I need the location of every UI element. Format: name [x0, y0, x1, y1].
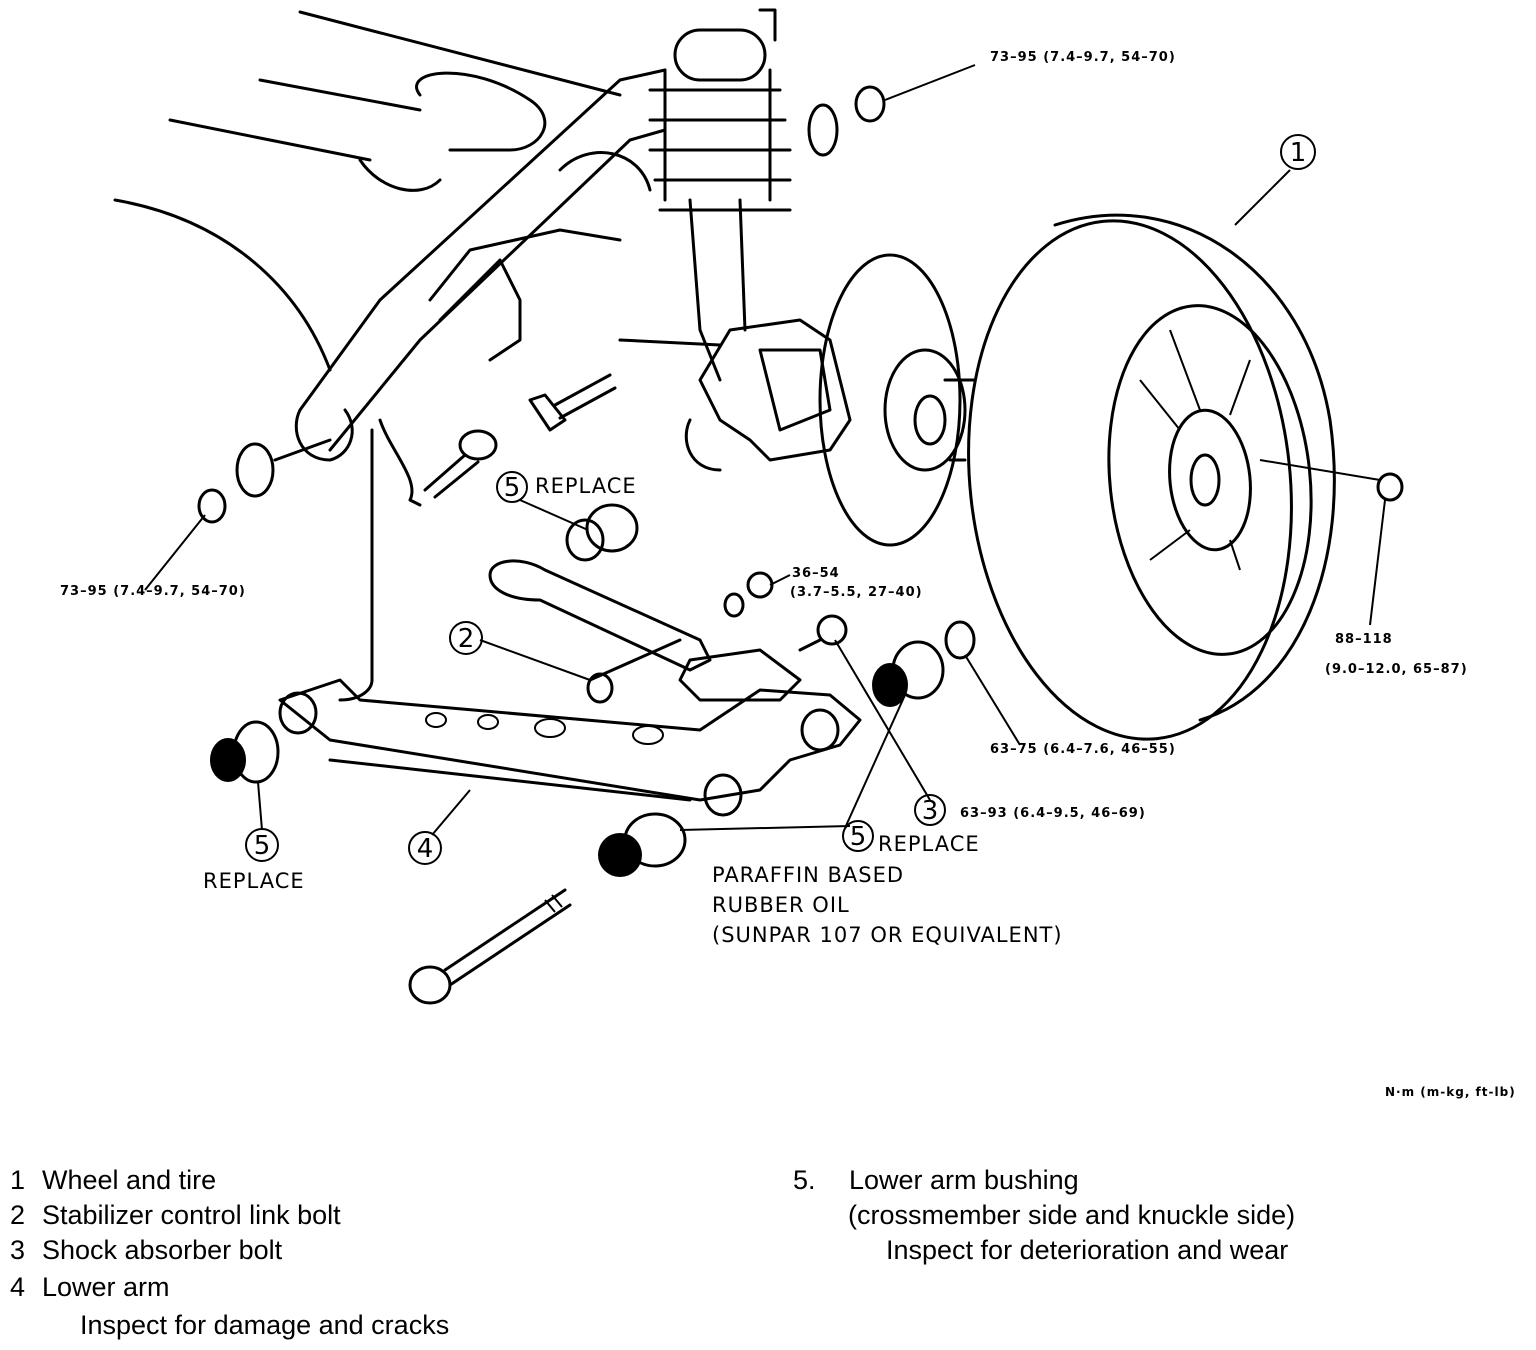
- callout-5-top: 5: [504, 473, 521, 503]
- oil-note-line2: RUBBER OIL: [712, 893, 850, 917]
- torque-units: N·m (m-kg, ft-lb): [1385, 1085, 1516, 1099]
- legend-text-2: Stabilizer control link bolt: [42, 1200, 341, 1230]
- callout-5-top-circle: [496, 471, 528, 503]
- torque-wheel-nut-line2: (9.0–12.0, 65–87): [1325, 662, 1468, 677]
- crossmember-nut: [197, 488, 227, 524]
- callout-4: 4: [417, 834, 434, 864]
- legend-num-4: 4: [10, 1272, 26, 1302]
- replace-label-left: REPLACE: [203, 869, 305, 893]
- knuckle-bolt: [528, 373, 617, 432]
- callout-1-circle: [1280, 134, 1316, 170]
- legend-num-2: 2: [10, 1200, 26, 1230]
- crossmember: [294, 68, 667, 702]
- crossmember-washer: [235, 442, 275, 498]
- knuckle-nut: [944, 620, 976, 660]
- callout-4-circle: [408, 831, 442, 865]
- bushing-top: [565, 503, 639, 562]
- oil-note-line1: PARAFFIN BASED: [712, 863, 905, 887]
- legend-item-5-sub2: Inspect for deterioration and wear: [886, 1235, 1289, 1265]
- torque-stab-link-line1: 36–54: [792, 566, 840, 581]
- legend-num-3: 3: [10, 1235, 26, 1265]
- replace-label-right: REPLACE: [878, 832, 980, 856]
- leader-lines: [144, 64, 1386, 836]
- callout-1: 1: [1290, 138, 1307, 168]
- bushing-left: [210, 720, 280, 784]
- callouts: 1 2 3 4 5 5 5: [245, 134, 1316, 865]
- torque-strut-nut: 73–95 (7.4–9.7, 54–70): [990, 50, 1176, 65]
- shock-bolt: [798, 614, 848, 652]
- legend-text-5: Lower arm bushing: [849, 1165, 1079, 1195]
- legend-item-5-sub1: (crossmember side and knuckle side): [848, 1200, 1296, 1230]
- callout-5-left-circle: [245, 828, 279, 862]
- callout-5-left: 5: [254, 831, 271, 861]
- lower-arm-long-bolt: [408, 888, 572, 1005]
- bushing-bottom: [598, 812, 687, 877]
- steering-knuckle: [618, 318, 852, 472]
- stab-link-nut: [746, 571, 774, 599]
- torque-knuckle-nut: 63–75 (6.4–7.6, 46–55): [990, 742, 1176, 757]
- hardware: [197, 85, 1404, 1005]
- torque-crossmember-nut: 73–95 (7.4–9.7, 54–70): [60, 584, 246, 599]
- stabilizer-link: [488, 559, 712, 704]
- callout-3: 3: [922, 796, 939, 826]
- legend-num-5: 5.: [793, 1165, 816, 1195]
- legend-text-1: Wheel and tire: [42, 1165, 217, 1195]
- stab-link-washer: [723, 592, 745, 618]
- lower-arm: [278, 648, 862, 817]
- oil-note-line3: (SUNPAR 107 OR EQUIVALENT): [712, 923, 1063, 947]
- legend-text-4: Lower arm: [42, 1272, 170, 1302]
- torque-stab-link-line2: (3.7–5.5, 27–40): [790, 585, 923, 600]
- callout-5-right: 5: [850, 822, 867, 852]
- legend-num-1: 1: [10, 1165, 26, 1195]
- bushing-right: [872, 640, 945, 707]
- callout-2-circle: [449, 621, 483, 655]
- callout-5-right-circle: [842, 820, 874, 852]
- strut-nut: [854, 85, 886, 123]
- shock-absorber-strut: [648, 8, 792, 382]
- replace-label-top: REPLACE: [535, 474, 637, 498]
- torque-shock-bolt: 63–93 (6.4–9.5, 46–69): [960, 806, 1146, 821]
- strut-washer: [807, 103, 839, 157]
- brake-disc: [818, 253, 977, 547]
- body-outline: [113, 10, 622, 372]
- wheel-nut: [1376, 472, 1404, 502]
- wheel-and-tire: [967, 213, 1336, 741]
- lower-arm-crossmember-bolt-upper: [423, 429, 498, 499]
- callout-2: 2: [458, 624, 475, 654]
- callout-3-circle: [914, 794, 946, 826]
- torque-wheel-nut-line1: 88–118: [1335, 632, 1393, 647]
- legend-item-4-note: Inspect for damage and cracks: [80, 1310, 450, 1340]
- legend-text-3: Shock absorber bolt: [42, 1235, 283, 1265]
